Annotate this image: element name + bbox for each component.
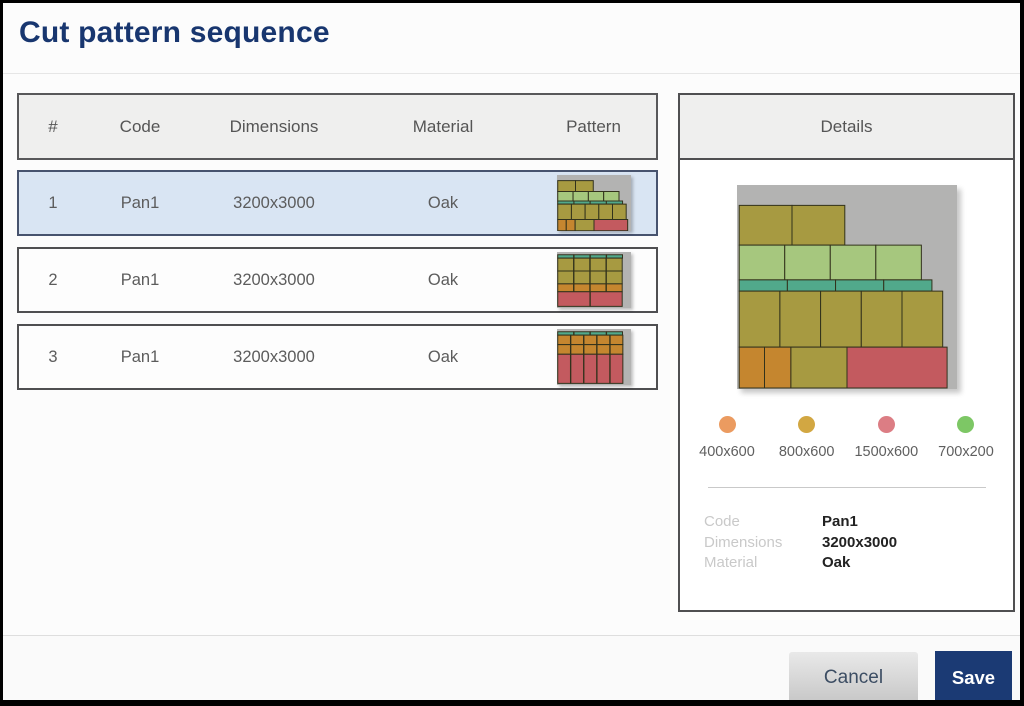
legend-color-dot (877, 416, 895, 433)
row-code-cell: Pan1 (120, 270, 160, 289)
details-divider (707, 487, 986, 488)
footer-divider (3, 635, 1020, 636)
header-code: Code (119, 116, 161, 136)
title-divider (3, 73, 1020, 74)
legend-color-dot (798, 416, 816, 433)
row-num-cell: 1 (48, 193, 58, 212)
legend-item: 400x600 (694, 416, 760, 460)
table-header-row: # Code Dimensions Material Pattern (17, 93, 658, 160)
detail-field-row: Material Oak (704, 553, 1013, 574)
table-row[interactable]: 1 Pan1 3200x3000 Oak (17, 170, 658, 236)
header-number: # (48, 116, 58, 136)
legend-size-label: 400x600 (699, 444, 755, 460)
row-dimensions-cell: 3200x3000 (233, 193, 315, 212)
header-pattern: Pattern (566, 116, 621, 136)
cancel-button[interactable]: Cancel (789, 652, 918, 700)
pattern-preview-image (736, 185, 957, 389)
page-title: Cut pattern sequence (19, 16, 330, 49)
row-num-cell: 3 (48, 347, 58, 366)
row-material-cell: Oak (427, 193, 459, 212)
header-dimensions: Dimensions (229, 116, 319, 136)
details-panel: Details 400x600 800x600 1500x600 700x200 Co… (678, 93, 1015, 612)
header-material: Material (412, 116, 474, 136)
details-panel-header: Details (680, 95, 1013, 160)
detail-field-value: Pan1 (822, 513, 858, 530)
row-dimensions-cell: 3200x3000 (233, 347, 315, 366)
legend-item: 800x600 (774, 416, 840, 460)
legend-color-dot (718, 416, 736, 433)
legend-size-label: 800x600 (778, 444, 835, 460)
save-button[interactable]: Save (935, 651, 1012, 700)
legend-size-label: 1500x600 (854, 444, 919, 460)
row-dimensions-cell: 3200x3000 (233, 270, 315, 289)
details-title: Details (820, 116, 873, 136)
detail-field-row: Dimensions 3200x3000 (704, 533, 1013, 554)
row-code-cell: Pan1 (120, 193, 160, 212)
row-material-cell: Oak (427, 347, 459, 366)
legend-item: 1500x600 (853, 416, 919, 460)
pattern-thumbnail (556, 329, 631, 385)
pattern-thumbnail (556, 175, 631, 231)
table-row[interactable]: 3 Pan1 3200x3000 Oak (17, 324, 658, 390)
detail-field-value: 3200x3000 (822, 533, 898, 551)
legend-item: 700x200 (933, 416, 999, 460)
row-code-cell: Pan1 (120, 347, 160, 366)
table-row[interactable]: 2 Pan1 3200x3000 Oak (17, 247, 658, 313)
legend-size-label: 700x200 (938, 444, 994, 460)
detail-field-label: Material (704, 554, 758, 571)
detail-field-value: Oak (822, 554, 851, 571)
detail-field-label: Dimensions (704, 533, 783, 551)
detail-field-label: Code (704, 513, 740, 530)
row-material-cell: Oak (427, 270, 459, 289)
row-num-cell: 2 (48, 270, 58, 289)
pattern-thumbnail (556, 252, 631, 308)
piece-size-legend: 400x600 800x600 1500x600 700x200 (680, 416, 1013, 460)
detail-field-row: Code Pan1 (704, 512, 1013, 533)
legend-color-dot (957, 416, 975, 433)
